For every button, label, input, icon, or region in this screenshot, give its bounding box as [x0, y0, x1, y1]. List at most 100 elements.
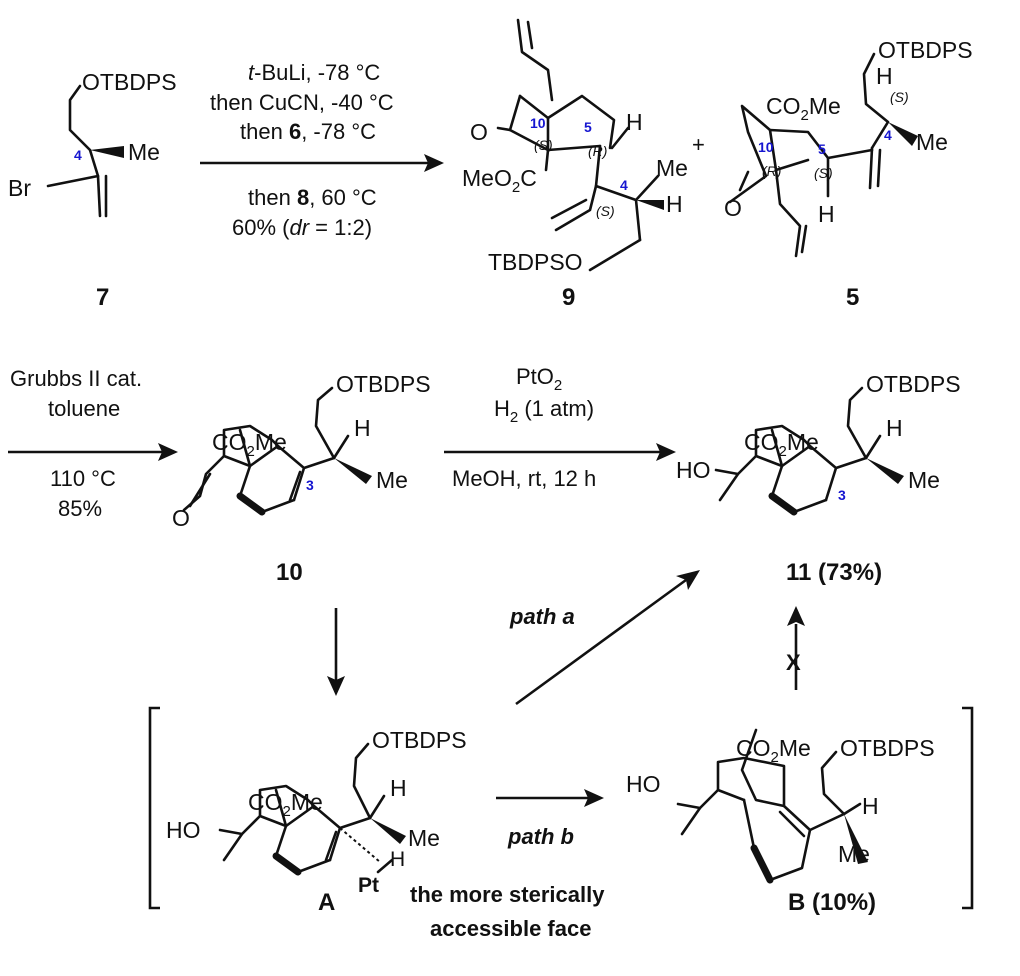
svg-text:H: H	[886, 415, 903, 441]
svg-text:HO: HO	[676, 457, 711, 483]
blocked-arrow	[787, 606, 805, 690]
svg-text:(R): (R)	[588, 143, 607, 159]
svg-text:H: H	[862, 793, 879, 819]
compound-5-structure: OTBDPS CO2Me H Me O H 10 5 4 (S) (R) (S)	[724, 37, 973, 258]
svg-text:5: 5	[584, 119, 592, 135]
compound-label-11: 11 (73%)	[786, 559, 882, 586]
step2-arrow	[8, 443, 178, 461]
intermediate-b-structure: OTBDPS CO2Me HO H Me	[626, 728, 935, 884]
svg-text:Me: Me	[916, 129, 948, 155]
svg-text:H: H	[390, 848, 405, 871]
svg-text:(S): (S)	[814, 165, 833, 181]
svg-text:CO2Me: CO2Me	[212, 429, 287, 460]
svg-text:H: H	[666, 191, 683, 217]
svg-text:MeOH, rt, 12 h: MeOH, rt, 12 h	[452, 466, 596, 491]
wedge-bond	[636, 200, 664, 210]
svg-text:HO: HO	[166, 817, 201, 843]
svg-text:OTBDPS: OTBDPS	[336, 371, 431, 397]
svg-text:H2 (1 atm): H2 (1 atm)	[494, 396, 594, 426]
svg-text:HO: HO	[626, 771, 661, 797]
svg-text:H: H	[818, 201, 835, 227]
svg-text:O: O	[724, 195, 742, 221]
svg-text:H: H	[876, 63, 893, 89]
note-line1: the more sterically	[410, 882, 605, 907]
compound-label-7: 7	[96, 284, 109, 311]
left-bracket	[148, 706, 160, 910]
svg-text:H: H	[626, 109, 643, 135]
note-line2: accessible face	[430, 916, 591, 941]
svg-text:TBDPSO: TBDPSO	[488, 249, 583, 275]
svg-text:OTBDPS: OTBDPS	[878, 37, 973, 63]
step1-arrow	[200, 154, 444, 172]
svg-text:O: O	[172, 505, 190, 531]
tbuli-t: t	[248, 60, 255, 85]
svg-text:4: 4	[620, 177, 628, 193]
svg-text:CO2Me: CO2Me	[248, 789, 323, 820]
step3-conditions: PtO2 H2 (1 atm) MeOH, rt, 12 h	[452, 364, 596, 491]
svg-text:Me: Me	[838, 841, 870, 867]
svg-text:Pt: Pt	[358, 874, 379, 897]
plus-sign: +	[692, 132, 705, 157]
wedge-bond	[334, 458, 372, 484]
svg-text:Me: Me	[408, 825, 440, 851]
wedge-bond	[90, 146, 124, 158]
path-a-label: path a	[509, 604, 575, 629]
wedge-bond	[888, 122, 918, 146]
compound-11-structure: OTBDPS CO2Me HO H Me 3	[676, 371, 961, 516]
svg-text:85%: 85%	[58, 496, 102, 521]
blocked-x: X	[786, 650, 801, 675]
compound-label-b: B (10%)	[788, 889, 876, 916]
path-b-arrow	[496, 789, 604, 807]
svg-text:Me: Me	[908, 467, 940, 493]
step1-conditions: t-BuLi, -78 °C then CuCN, -40 °C then 6,…	[210, 60, 394, 240]
compound-label-10: 10	[276, 559, 303, 586]
wedge-bond	[866, 458, 904, 484]
svg-text:O: O	[470, 119, 488, 145]
path-a-arrow	[515, 570, 700, 706]
svg-text:PtO2: PtO2	[516, 364, 562, 394]
svg-text:OTBDPS: OTBDPS	[866, 371, 961, 397]
svg-text:toluene: toluene	[48, 396, 120, 421]
svg-text:(S): (S)	[596, 203, 615, 219]
path-b-label: path b	[507, 824, 574, 849]
compound-label-a: A	[318, 889, 335, 916]
compound-7-structure: OTBDPS Me Br 4	[8, 69, 177, 218]
svg-text:5: 5	[818, 141, 826, 157]
svg-text:3: 3	[838, 487, 846, 503]
br-label: Br	[8, 175, 31, 201]
svg-text:H: H	[390, 775, 407, 801]
step2-conditions: Grubbs II cat. toluene 110 °C 85%	[10, 366, 142, 521]
me-label: Me	[128, 139, 160, 165]
tbuli-rest: -BuLi, -78 °C	[254, 60, 380, 85]
svg-text:Grubbs II cat.: Grubbs II cat.	[10, 366, 142, 391]
svg-text:then 6, -78 °C: then 6, -78 °C	[240, 119, 376, 144]
svg-text:3: 3	[306, 477, 314, 493]
svg-text:CO2Me: CO2Me	[766, 93, 841, 124]
svg-text:4: 4	[884, 127, 892, 143]
svg-text:(R): (R)	[762, 163, 781, 179]
compound-10-structure: OTBDPS CO2Me H Me O 3	[172, 371, 431, 531]
compound-label-5: 5	[846, 284, 859, 311]
svg-text:MeO2C: MeO2C	[462, 165, 537, 196]
intermediate-a-structure: OTBDPS CO2Me HO H Me Pt H	[166, 727, 467, 897]
svg-text:then 8, 60 °C: then 8, 60 °C	[248, 185, 377, 210]
step1-line2: then CuCN, -40 °C	[210, 90, 394, 115]
svg-text:CO2Me: CO2Me	[736, 735, 811, 766]
wedge-bond	[370, 818, 406, 844]
compound-label-9: 9	[562, 284, 575, 311]
svg-text:Me: Me	[376, 467, 408, 493]
svg-text:10: 10	[530, 115, 546, 131]
atom-number-4: 4	[74, 147, 82, 163]
svg-text:CO2Me: CO2Me	[744, 429, 819, 460]
svg-text:t-BuLi, -78 °C: t-BuLi, -78 °C	[248, 60, 380, 85]
hashed-bond	[339, 827, 381, 863]
svg-text:H: H	[354, 415, 371, 441]
step3-arrow	[444, 443, 676, 461]
svg-text:OTBDPS: OTBDPS	[840, 735, 935, 761]
svg-text:10: 10	[758, 139, 774, 155]
svg-text:(S): (S)	[890, 89, 909, 105]
wedge-bond	[844, 814, 868, 864]
right-bracket	[962, 706, 974, 910]
svg-text:60% (dr = 1:2): 60% (dr = 1:2)	[232, 215, 372, 240]
